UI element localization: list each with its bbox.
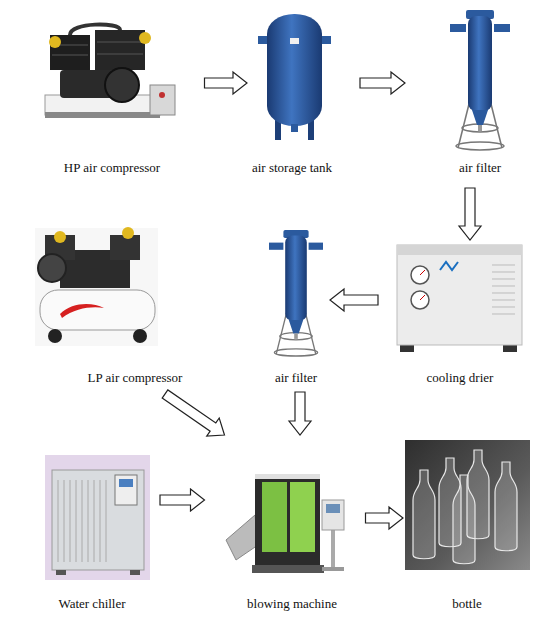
equipment-node: blowing machine	[225, 462, 360, 612]
equipment-node: HP air compressor	[40, 20, 185, 176]
cooling-drier-illustration	[397, 245, 522, 352]
air-tank-illustration	[258, 14, 331, 140]
equipment-node: air filter	[450, 8, 510, 176]
flow-arrow	[366, 507, 404, 529]
flow-arrow	[459, 188, 481, 240]
equipment-node: LP air compressor	[73, 225, 197, 386]
equipment-caption: bottle	[403, 596, 531, 612]
equipment-node: bottle	[403, 438, 531, 612]
equipment-caption: cooling drier	[395, 370, 525, 386]
equipment-caption: air filter	[450, 160, 510, 176]
flow-arrow	[205, 72, 248, 94]
air-filter-illustration	[450, 10, 510, 150]
equipment-node: cooling drier	[395, 240, 525, 386]
equipment-caption: LP air compressor	[73, 370, 197, 386]
equipment-caption: air storage tank	[247, 160, 337, 176]
bottle-photo	[405, 440, 530, 570]
flow-arrow	[162, 390, 224, 436]
flow-arrow	[160, 489, 205, 511]
lp-compressor-illustration	[35, 227, 158, 346]
flow-arrow	[289, 392, 311, 435]
equipment-node: Water chiller	[38, 455, 146, 612]
air-filter-illustration	[269, 230, 323, 356]
flow-arrow	[330, 289, 378, 311]
water-chiller-illustration	[45, 455, 150, 580]
equipment-caption: blowing machine	[225, 596, 360, 612]
equipment-node: air filter	[263, 228, 329, 386]
equipment-node: air storage tank	[247, 8, 337, 176]
equipment-caption: Water chiller	[38, 596, 146, 612]
blowing-machine-illustration	[226, 474, 344, 573]
flow-arrow	[360, 72, 405, 94]
hp-compressor-illustration	[45, 25, 175, 118]
equipment-caption: air filter	[263, 370, 329, 386]
equipment-caption: HP air compressor	[40, 160, 185, 176]
